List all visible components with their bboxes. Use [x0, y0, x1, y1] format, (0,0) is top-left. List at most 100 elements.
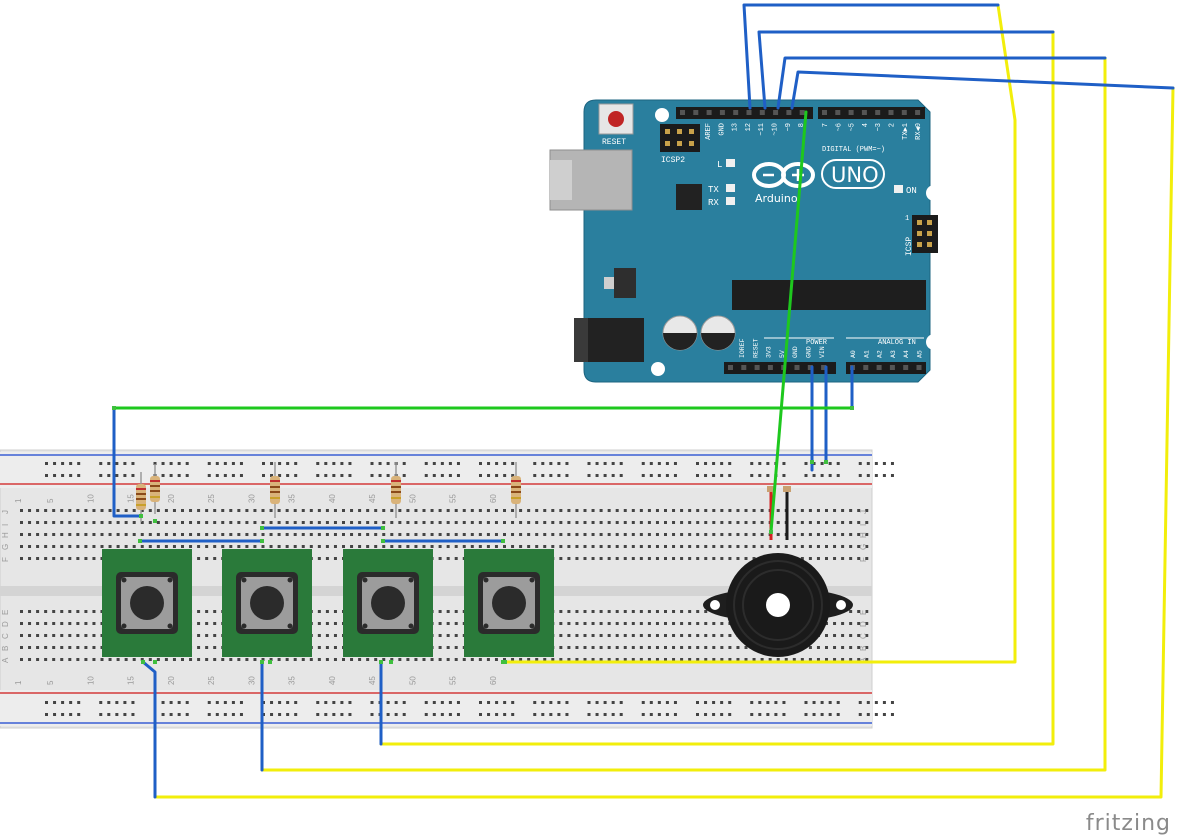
- breadboard-hole: [623, 658, 627, 661]
- breadboard-hole: [478, 658, 482, 661]
- breadboard-hole: [494, 545, 498, 548]
- push-button-4[interactable]: [464, 549, 554, 657]
- breadboard-hole: [333, 622, 337, 625]
- breadboard-hole: [406, 509, 410, 512]
- breadboard-hole: [100, 509, 104, 512]
- rail-hole: [207, 701, 211, 704]
- board-brand: Arduino: [755, 192, 798, 205]
- power-pin-label: 5V: [779, 350, 786, 358]
- breadboard-hole: [60, 634, 64, 637]
- breadboard-hole: [342, 533, 345, 536]
- breadboard-hole: [374, 545, 378, 548]
- breadboard-hole: [414, 658, 418, 661]
- breadboard-hole: [696, 557, 700, 560]
- rail-hole: [595, 474, 599, 477]
- breadboard-hole: [535, 521, 539, 524]
- breadboard-hole: [333, 509, 337, 512]
- rail-hole: [619, 713, 623, 716]
- rail-hole: [161, 713, 165, 716]
- rail-hole: [549, 713, 553, 716]
- rail-hole: [866, 462, 870, 465]
- breadboard-hole: [213, 509, 217, 512]
- breadboard-hole: [470, 545, 474, 548]
- breadboard-hole: [446, 545, 450, 548]
- rail-hole: [657, 462, 661, 465]
- breadboard-hole: [20, 634, 23, 637]
- rail-hole: [440, 713, 444, 716]
- reset-button[interactable]: [598, 103, 634, 135]
- breadboard-hole: [454, 521, 458, 524]
- breadboard-hole: [615, 634, 619, 637]
- rail-hole: [402, 713, 406, 716]
- breadboard-hole: [237, 509, 241, 512]
- breadboard-hole: [664, 622, 667, 625]
- breadboard-hole: [28, 634, 32, 637]
- rail-hole: [649, 701, 653, 704]
- icsp2-pin: [689, 141, 694, 146]
- breadboard-hole: [301, 509, 305, 512]
- breadboard-hole: [527, 533, 531, 536]
- connection-dot: [141, 660, 145, 664]
- breadboard-hole: [76, 557, 80, 560]
- column-number: 5: [46, 680, 55, 685]
- digital-header-right: [818, 107, 925, 119]
- rail-hole: [53, 462, 57, 465]
- header-pin: [746, 110, 752, 115]
- rail-hole: [223, 713, 227, 716]
- breadboard-hole: [551, 658, 555, 661]
- breadboard-hole: [680, 557, 684, 560]
- connection-dot: [138, 539, 142, 543]
- digital-pin-label: 7: [822, 123, 830, 127]
- breadboard-hole: [583, 533, 587, 536]
- breadboard-hole: [20, 545, 23, 548]
- row-letter: D: [1, 621, 10, 627]
- breadboard-hole: [245, 509, 249, 512]
- breadboard-hole: [76, 610, 80, 613]
- breadboard-hole: [382, 658, 386, 661]
- breadboard-hole: [623, 557, 627, 560]
- breadboard-hole: [631, 658, 635, 661]
- rail-hole: [215, 701, 219, 704]
- breadboard-hole: [261, 545, 265, 548]
- breadboard-hole: [382, 509, 386, 512]
- push-button-3[interactable]: [343, 549, 433, 657]
- breadboard-hole: [647, 610, 651, 613]
- rail-hole: [262, 462, 265, 465]
- breadboard-hole: [599, 533, 603, 536]
- breadboard-hole: [559, 557, 563, 560]
- push-button-1[interactable]: [102, 549, 192, 657]
- rail-hole: [750, 701, 754, 704]
- breadboard-hole: [285, 533, 289, 536]
- breadboard-hole: [841, 646, 845, 649]
- rail-hole: [874, 462, 878, 465]
- wire-blue-pin9: [790, 70, 1175, 110]
- breadboard-hole: [591, 610, 595, 613]
- rail-hole: [231, 462, 235, 465]
- breadboard-hole: [607, 521, 611, 524]
- rail-hole: [177, 713, 181, 716]
- breadboard-hole: [20, 509, 23, 512]
- header-pin: [875, 110, 881, 115]
- breadboard-hole: [454, 533, 458, 536]
- rail-hole: [836, 713, 840, 716]
- connection-points: [112, 406, 854, 664]
- column-number: 15: [127, 676, 136, 685]
- rail-hole: [131, 474, 135, 477]
- breadboard-hole: [607, 533, 611, 536]
- breadboard-hole: [599, 521, 603, 524]
- breadboard-hole: [511, 658, 515, 661]
- breadboard-hole: [720, 634, 724, 637]
- rail-hole: [511, 713, 515, 716]
- breadboard-hole: [44, 533, 48, 536]
- breadboard-hole: [309, 509, 313, 512]
- push-button-2[interactable]: [222, 549, 312, 657]
- breadboard-hole: [382, 533, 386, 536]
- breadboard-hole: [615, 545, 619, 548]
- rail-hole: [673, 701, 677, 704]
- rail-hole: [766, 462, 770, 465]
- rail-hole: [804, 474, 808, 477]
- rail-hole: [340, 713, 344, 716]
- breadboard-hole: [567, 545, 571, 548]
- column-number: 60: [489, 676, 498, 685]
- breadboard-hole: [422, 509, 426, 512]
